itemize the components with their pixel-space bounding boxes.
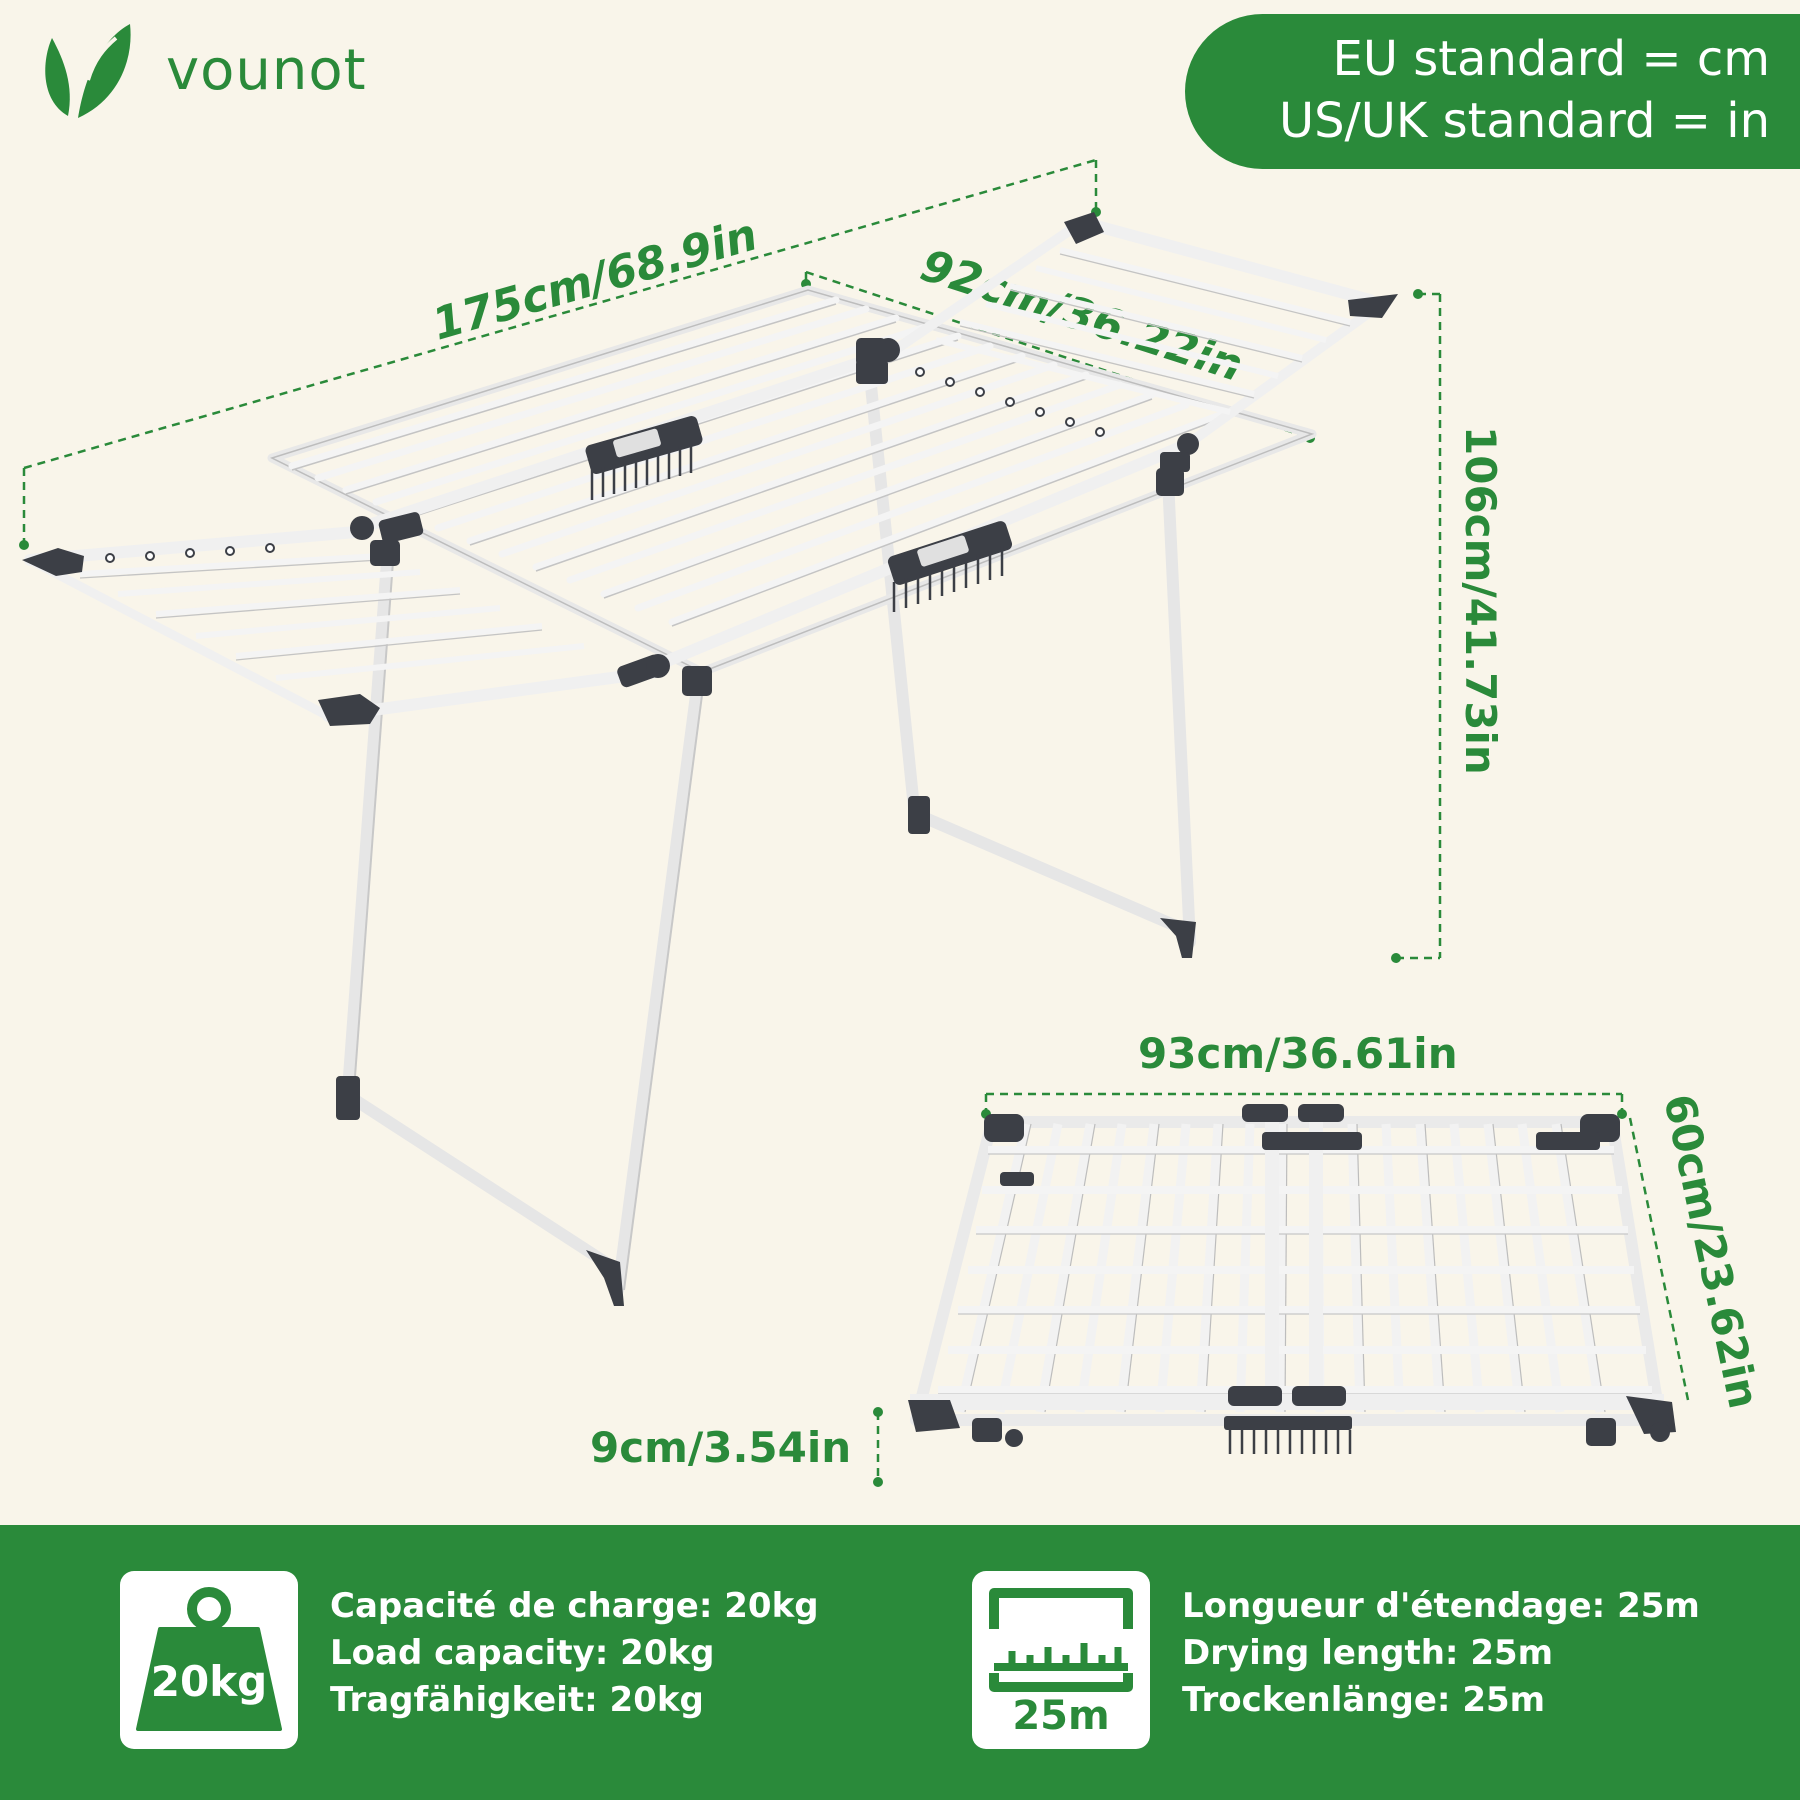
peg-clip-left — [585, 416, 703, 500]
load-line-fr: Capacité de charge: 20kg — [330, 1586, 819, 1626]
ruler-icon — [989, 1588, 1133, 1692]
brand-logo: vounot — [38, 20, 367, 120]
dimension-lines — [22, 158, 1690, 1482]
load-capacity-text: Capacité de charge: 20kg Load capacity: … — [330, 1583, 819, 1724]
eu-standard-text: EU standard = cm — [1332, 31, 1770, 87]
folded-thickness-label: 9cm/3.54in — [590, 1423, 851, 1472]
length-line-fr: Longueur d'étendage: 25m — [1182, 1586, 1700, 1626]
product-illustration: 175cm/68.9in 92cm/36.22in 106cm/41.73in … — [19, 158, 1769, 1487]
unit-standards-badge: EU standard = cm US/UK standard = in — [1185, 14, 1800, 169]
length-value: 25m — [1012, 1693, 1110, 1739]
height-dimension-label: 106cm/41.73in — [1456, 426, 1505, 775]
peg-clip-right — [887, 521, 1013, 612]
folded-peg-clip — [1224, 1416, 1352, 1454]
left-wing — [22, 512, 670, 726]
leaf-logo-icon — [45, 24, 131, 118]
load-value: 20kg — [150, 1657, 268, 1706]
folded-depth-label: 60cm/23.62in — [1654, 1090, 1768, 1413]
brand-name: vounot — [166, 37, 367, 103]
length-dimension-label: 175cm/68.9in — [427, 209, 763, 350]
load-capacity-box: 20kg — [120, 1571, 298, 1749]
drying-length-text: Longueur d'étendage: 25m Drying length: … — [1182, 1583, 1700, 1724]
folded-width-label: 93cm/36.61in — [1138, 1029, 1458, 1078]
folded-drying-rack — [908, 1104, 1676, 1454]
load-line-de: Tragfähigkeit: 20kg — [330, 1680, 704, 1720]
weight-icon — [136, 1587, 282, 1731]
open-drying-rack — [22, 212, 1398, 1306]
length-line-en: Drying length: 25m — [1182, 1633, 1554, 1673]
folded-rack-joints — [908, 1104, 1676, 1447]
drying-length-box: 25m — [972, 1571, 1150, 1749]
load-line-en: Load capacity: 20kg — [330, 1633, 715, 1673]
folded-rack-horizontal-bars — [938, 1146, 1652, 1394]
length-line-de: Trockenlänge: 25m — [1182, 1680, 1546, 1720]
leg-joints — [336, 338, 1196, 1306]
specs-band: 20kg Capacité de charge: 20kg Load capac… — [0, 1525, 1800, 1800]
us-standard-text: US/UK standard = in — [1278, 93, 1770, 149]
